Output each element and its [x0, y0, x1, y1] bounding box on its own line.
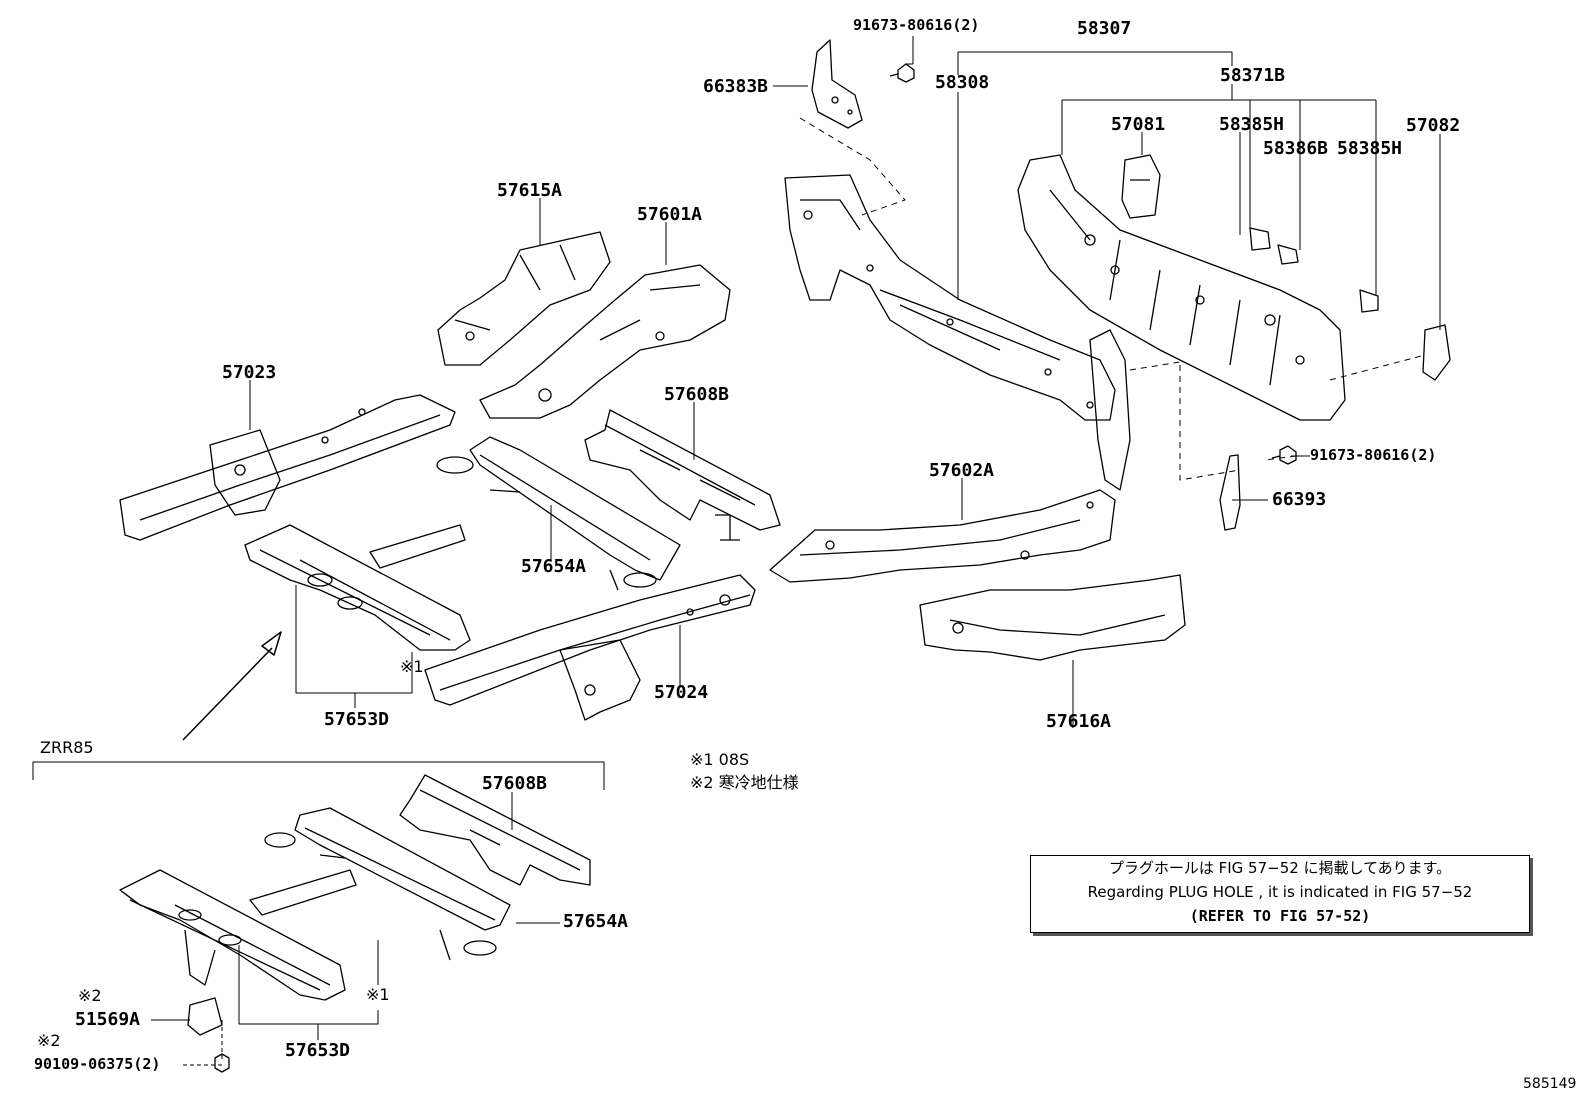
part-57081-bracket [1121, 154, 1161, 219]
part-51569A-bracket [187, 997, 223, 1036]
part-57601A-member [479, 264, 731, 419]
label-57608B-bottom[interactable]: 57608B [482, 773, 548, 794]
label-58307[interactable]: 58307 [1077, 18, 1132, 39]
part-58385H-clip-a [1249, 227, 1271, 251]
part-57616A-member [919, 574, 1186, 661]
ref-mark-2-b: ※2 [37, 1031, 61, 1050]
part-66393-bracket [1219, 454, 1241, 531]
ref-mark-1-top: ※1 [400, 657, 424, 676]
dashed-alignment-lines [799, 117, 1426, 481]
part-57602A-member [769, 489, 1116, 583]
part-57024-side-member [424, 574, 756, 721]
label-57601A[interactable]: 57601A [637, 204, 703, 225]
label-66393[interactable]: 66393 [1272, 489, 1327, 510]
plug-hole-note-ref[interactable]: (REFER TO FIG 57-52) [1189, 907, 1371, 925]
label-58385H-a[interactable]: 58385H [1219, 114, 1285, 135]
bolt-91673-top [889, 63, 915, 83]
direction-arrow [182, 631, 282, 741]
figure-number: 585149 [1523, 1076, 1577, 1092]
part-57608B-crossmember-bottom [399, 774, 591, 886]
label-58308[interactable]: 58308 [935, 72, 990, 93]
part-57023-side-member [119, 394, 456, 541]
label-58386B[interactable]: 58386B [1263, 138, 1329, 159]
label-57616A[interactable]: 57616A [1046, 711, 1112, 732]
part-57654A-crossmember-top [436, 436, 681, 591]
label-57653D-top[interactable]: 57653D [324, 709, 390, 730]
label-57615A[interactable]: 57615A [497, 180, 563, 201]
part-57653D-member-top [244, 524, 471, 651]
part-58385H-clip-b [1359, 289, 1379, 313]
label-66383B[interactable]: 66383B [703, 76, 769, 97]
bolt-91673-mid [1271, 445, 1297, 465]
bolt-90109 [214, 1053, 230, 1073]
part-58307-pillar-panel [784, 174, 1131, 491]
ref-mark-2-a: ※2 [78, 986, 102, 1005]
part-58371B-rear-panel [1017, 154, 1346, 421]
label-57654A-bottom[interactable]: 57654A [563, 911, 629, 932]
label-57081[interactable]: 57081 [1111, 114, 1166, 135]
label-91673-80616-top[interactable]: 91673-80616(2) [853, 16, 980, 34]
label-57082[interactable]: 57082 [1406, 115, 1461, 136]
leader-lines [32, 36, 1441, 1066]
ref-mark-1-bottom: ※1 [366, 985, 390, 1004]
part-57608B-crossmember-top [584, 409, 781, 541]
label-57023[interactable]: 57023 [222, 362, 277, 383]
label-57654A-top[interactable]: 57654A [521, 556, 587, 577]
footnote-2: ※2 寒冷地仕様 [690, 773, 799, 792]
plug-hole-note: プラグホールは FIG 57−52 に掲載してあります。 Regarding P… [1030, 855, 1530, 933]
label-57653D-bottom[interactable]: 57653D [285, 1040, 351, 1061]
label-57602A[interactable]: 57602A [929, 460, 995, 481]
label-57024[interactable]: 57024 [654, 682, 709, 703]
label-90109-06375[interactable]: 90109-06375(2) [34, 1055, 161, 1073]
part-57654A-crossmember-bottom [264, 807, 511, 961]
zrr85-variant-label: ZRR85 [40, 738, 94, 757]
part-58386B-clip [1277, 244, 1299, 265]
label-57608B-top[interactable]: 57608B [664, 384, 730, 405]
part-57653D-member-bottom [119, 869, 357, 1001]
label-58385H-b[interactable]: 58385H [1337, 138, 1403, 159]
part-57082-bracket [1422, 324, 1451, 381]
label-51569A[interactable]: 51569A [75, 1009, 141, 1030]
part-66383B-bracket [811, 39, 863, 129]
footnote-1: ※1 08S [690, 750, 750, 769]
plug-hole-note-en: Regarding PLUG HOLE , it is indicated in… [1087, 883, 1473, 901]
label-91673-80616-mid[interactable]: 91673-80616(2) [1310, 446, 1437, 464]
part-57615A-member [437, 231, 611, 366]
plug-hole-note-ja: プラグホールは FIG 57−52 に掲載してあります。 [1108, 859, 1452, 877]
label-58371B[interactable]: 58371B [1220, 65, 1286, 86]
